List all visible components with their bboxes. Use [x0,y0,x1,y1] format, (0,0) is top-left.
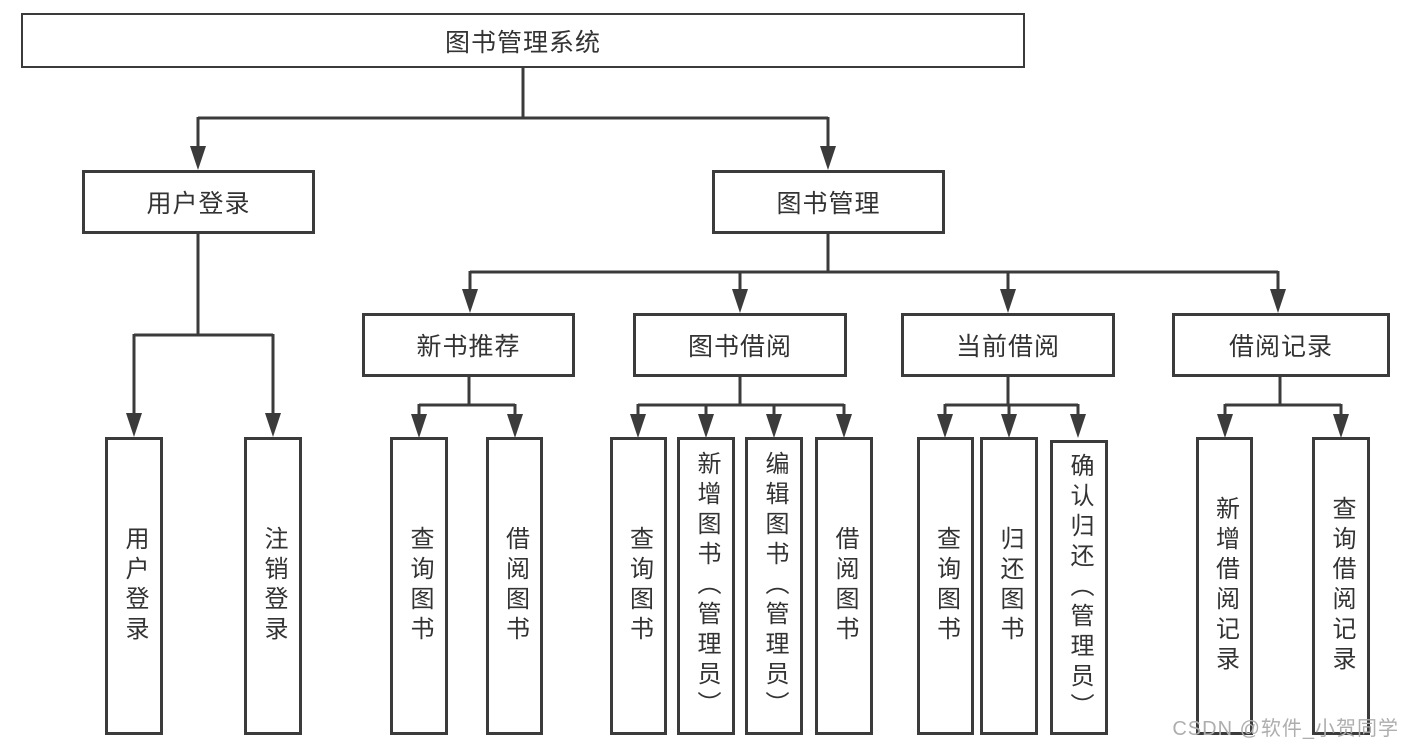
leaf-query-books-recommend: 查询图书 [390,437,448,735]
leaf-user-login: 用户登录 [105,437,163,735]
watermark-text: CSDN @软件_小贺同学 [1172,718,1399,740]
leaf-borrow-books-recommend: 借阅图书 [486,437,543,735]
leaf-add-borrow-record: 新增借阅记录 [1196,437,1253,735]
leaf-add-book-admin: 新增图书（管理员） [677,437,735,735]
leaf-confirm-return-admin: 确认归还（管理员） [1050,440,1108,735]
node-new-book-recommend: 新书推荐 [362,313,575,377]
arrowheads [126,146,1349,438]
node-book-borrow: 图书借阅 [633,313,847,377]
leaf-borrow-books: 借阅图书 [815,437,873,735]
node-current-borrow: 当前借阅 [901,313,1115,377]
node-borrow-records: 借阅记录 [1172,313,1390,377]
leaf-edit-book-admin: 编辑图书（管理员） [745,437,803,735]
leaf-query-books-current: 查询图书 [917,437,974,735]
leaf-logout: 注销登录 [244,437,302,735]
leaf-return-books: 归还图书 [980,437,1038,735]
leaf-query-books-borrow: 查询图书 [610,437,667,735]
node-user-login: 用户登录 [82,170,315,234]
leaf-query-borrow-record: 查询借阅记录 [1312,437,1370,735]
node-root-library-system: 图书管理系统 [21,13,1025,68]
node-book-management: 图书管理 [712,170,945,234]
